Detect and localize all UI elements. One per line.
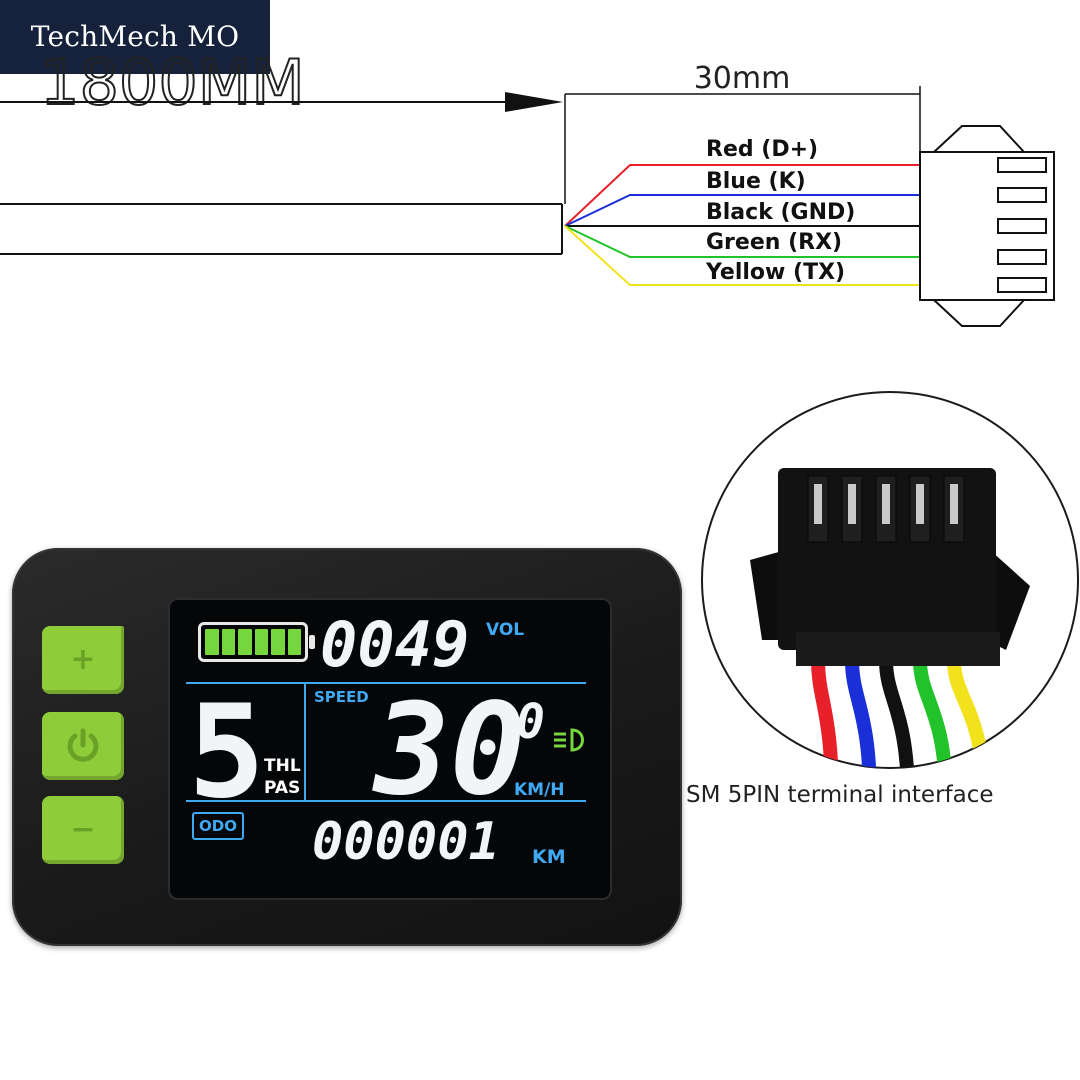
wire-label: Yellow (TX) [705,260,845,285]
power-button[interactable] [42,712,124,780]
photo-caption: SM 5PIN terminal interface [686,782,994,808]
wire-label: Black (GND) [706,200,855,225]
battery-cell [254,629,268,655]
connector-length-label: 30mm [694,61,791,96]
voltage-unit: VOL [486,620,525,640]
headlight-icon [554,728,584,752]
terminal-pin [848,484,856,524]
terminal-pin [950,484,958,524]
wire-line [564,225,920,286]
photo-connector-base [796,632,1000,666]
battery-cell [238,629,252,655]
pin-slot [997,249,1047,265]
photo-wire [947,653,991,768]
battery-indicator [198,622,315,662]
connector-latch-bottom [931,299,1027,327]
speed-unit: KM/H [514,780,565,800]
photo-wires [811,653,991,768]
divider-bottom [186,800,586,802]
odo-label: ODO [192,812,244,840]
battery-cell [205,629,219,655]
power-icon [67,728,99,762]
wire-line [564,194,920,227]
wire-line [564,164,920,227]
divider-top [186,682,586,684]
length-arrowhead [505,92,563,112]
photo-connector-body [778,468,996,650]
voltage-value: 0049 [320,608,470,681]
battery-cell [271,629,285,655]
wiring-diagram: 1800MM 30mm Red (D+)1Blue (K)2Black (GND… [0,45,1055,327]
terminal-pin [814,484,822,524]
minus-button[interactable]: − [42,796,124,864]
pin-slot [997,277,1047,293]
photo-wire [879,653,915,768]
connector-photo [701,391,1079,769]
wire-group: Red (D+)1Blue (K)2Black (GND)3Green (RX)… [564,137,950,300]
cable-length-label: 1800MM [40,46,305,119]
wire-label: Red (D+) [706,137,818,162]
photo-wire [913,653,953,768]
wire-line [564,225,920,258]
plus-button[interactable]: + [42,626,124,694]
odo-unit: KM [532,846,566,868]
connector-pin-slots [997,157,1047,293]
connector-latch-top [931,125,1027,153]
battery-cell [287,629,301,655]
wire-label: Blue (K) [706,169,806,194]
terminal-pin [916,484,924,524]
terminal-pin [882,484,890,524]
watermark-badge: TechMech MO [0,0,270,74]
assist-level-value: 5 [188,678,266,827]
photo-wire [845,653,877,768]
pin-slot [997,157,1047,173]
speed-label: SPEED [314,688,369,706]
divider-vertical [304,682,306,800]
photo-connector-side-right [986,550,1030,650]
wire-label: Green (RX) [706,230,842,255]
pin-slot [997,187,1047,203]
mode-pas-label: PAS [264,778,301,798]
photo-terminals [807,475,965,543]
pin-slot [997,218,1047,234]
speed-value: 30 [374,676,526,823]
photo-wire [811,653,839,768]
speed-decimal: 0 [516,694,545,750]
odo-value: 000001 [312,812,500,872]
mode-thl-label: THL [264,756,301,776]
battery-cell [221,629,235,655]
